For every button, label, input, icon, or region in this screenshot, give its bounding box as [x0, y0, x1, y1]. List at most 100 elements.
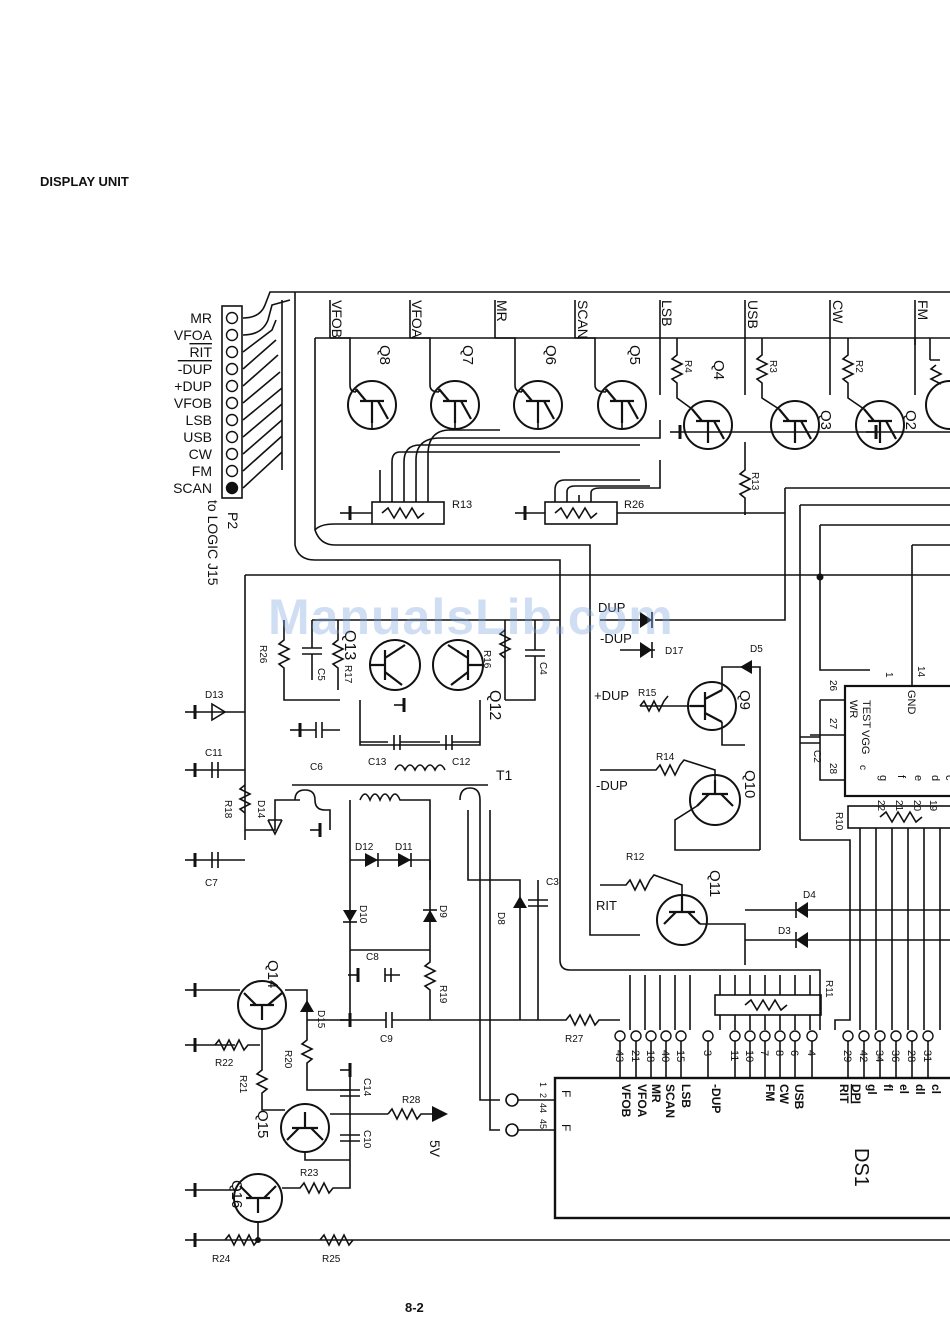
transistor-body [438, 388, 472, 423]
resistor-label: R3 [767, 360, 778, 373]
ds1-pin [759, 1030, 771, 1042]
svg-text:F: F [559, 1124, 573, 1131]
svg-text:+DUP: +DUP [594, 688, 629, 703]
grounds [392, 423, 878, 714]
svg-text:TEST: TEST [860, 700, 872, 728]
transistor-label: Q5 [626, 345, 643, 365]
svg-text:C2: C2 [811, 750, 822, 763]
ds1-pin-number: 31 [921, 1050, 933, 1062]
bus-label: VFOA [409, 300, 425, 339]
switch-transistors: Q8 Q7 Q6 Q5 [330, 337, 647, 430]
page-title: DISPLAY UNIT [40, 174, 129, 189]
ds1-pin-number: 29 [841, 1050, 853, 1062]
base-resistor [841, 340, 865, 410]
svg-text:C12: C12 [452, 757, 471, 768]
ds1-pin-name: LSB [679, 1084, 693, 1108]
q13-label: Q13 [341, 630, 358, 660]
connector-pin [225, 379, 239, 393]
bus-tap [575, 337, 607, 393]
bus-label: LSB [659, 300, 675, 326]
ds1-pin-number: 42 [857, 1050, 869, 1062]
svg-text:GND: GND [905, 690, 917, 715]
oscillator: R26 C5 R17 Q13 Q12 R16 C4 C13 C12 T1 C6 [244, 575, 560, 840]
base-resistor [755, 340, 780, 410]
transistor-body [605, 388, 639, 423]
base-resistor [670, 340, 693, 410]
ds1-pin-number: 28 [905, 1050, 917, 1062]
svg-text:R24: R24 [212, 1254, 231, 1265]
svg-text:D15: D15 [315, 1010, 326, 1029]
svg-text:D4: D4 [803, 890, 816, 901]
svg-text:R15: R15 [638, 688, 657, 699]
connector-pin-label: MR [190, 310, 212, 326]
svg-text:R20: R20 [282, 1050, 293, 1069]
connector-pin-label: VFOA [174, 327, 213, 343]
q14-label: Q14 [264, 960, 281, 988]
q12-label: Q12 [486, 690, 503, 720]
svg-text:F: F [559, 1090, 573, 1097]
bus-label: SCAN [575, 300, 591, 339]
svg-text:C4: C4 [537, 662, 548, 675]
ds1-pin-number: 34 [873, 1050, 885, 1062]
transistor-symbol [683, 400, 733, 450]
connector-pin-label: CW [189, 446, 213, 462]
r13-text: R13 [749, 472, 760, 491]
connector-pin [225, 481, 239, 495]
svg-text:R18: R18 [222, 800, 233, 819]
svg-text:1: 1 [538, 1082, 548, 1087]
svg-text:D9: D9 [437, 905, 448, 918]
connector-pin [225, 396, 239, 410]
svg-text:d: d [929, 775, 941, 781]
svg-text:C11: C11 [205, 748, 223, 759]
ds1-pin-name: el [897, 1084, 911, 1094]
resistor-label: R4 [682, 360, 693, 373]
transistor-label: Q6 [542, 345, 559, 365]
transistor-label: Q4 [710, 360, 727, 380]
svg-text:D17: D17 [665, 646, 684, 657]
ds1-pin-number: 11 [728, 1050, 740, 1061]
ds1-pin-name: USB [792, 1084, 806, 1110]
svg-text:VGG: VGG [859, 730, 871, 754]
svg-text:14: 14 [915, 666, 926, 678]
svg-text:C8: C8 [366, 952, 379, 963]
ds1-pin [789, 1030, 801, 1042]
svg-text:R12: R12 [626, 852, 645, 863]
connector-pin [225, 447, 239, 461]
svg-text:D13: D13 [205, 690, 224, 701]
page-number: 8-2 [405, 1300, 424, 1315]
driver-ic: WR TEST GND VGG c g f e d c 1 14 26 27 2… [800, 666, 950, 1030]
svg-text:-DUP: -DUP [596, 778, 628, 793]
ds1-pin-name: gl [865, 1084, 879, 1095]
svg-text:C13: C13 [368, 757, 387, 768]
svg-text:RIT: RIT [596, 898, 617, 913]
bus-label: CW [830, 300, 846, 324]
connector-pin-label: -DUP [178, 361, 212, 377]
svg-text:R17: R17 [342, 665, 353, 684]
ds1-pin-number: 36 [889, 1050, 901, 1062]
dup-drivers: DUP -DUP D17 Q9 D5 +DUP R15 Q10 -DUP R14… [594, 600, 950, 965]
bus-tap [410, 337, 440, 393]
connector-pin [225, 311, 239, 325]
ds1-pin-number: 10 [743, 1050, 755, 1062]
transistor-label: Q8 [376, 345, 393, 365]
ds1-pin-name: fl [881, 1084, 895, 1091]
power-regulator: Q14 Q15 Q16 R22 R21 D15 R20 C14 C10 R28 … [183, 960, 950, 1265]
ds1-label: DS1 [850, 1148, 872, 1187]
svg-text:DUP: DUP [598, 600, 625, 615]
ds1-pin-name: FM [763, 1084, 777, 1101]
ds1-pin [874, 1030, 886, 1042]
connector-pin-label: FM [192, 463, 212, 479]
ds1-pin-name: -DUP [709, 1084, 723, 1113]
ds1-pin [645, 1030, 657, 1042]
left-network: D13 C11 R18 C7 D14 [183, 690, 488, 889]
svg-text:D12: D12 [355, 842, 374, 853]
r11-network: R11 [559, 620, 851, 1030]
ds1-pin [890, 1030, 902, 1042]
svg-text:2: 2 [538, 1093, 548, 1098]
transistor-label: Q7 [459, 345, 476, 365]
connector-pin [225, 430, 239, 444]
bus-tap [330, 337, 357, 393]
ds1-pin [806, 1030, 818, 1042]
svg-text:e: e [912, 775, 924, 781]
